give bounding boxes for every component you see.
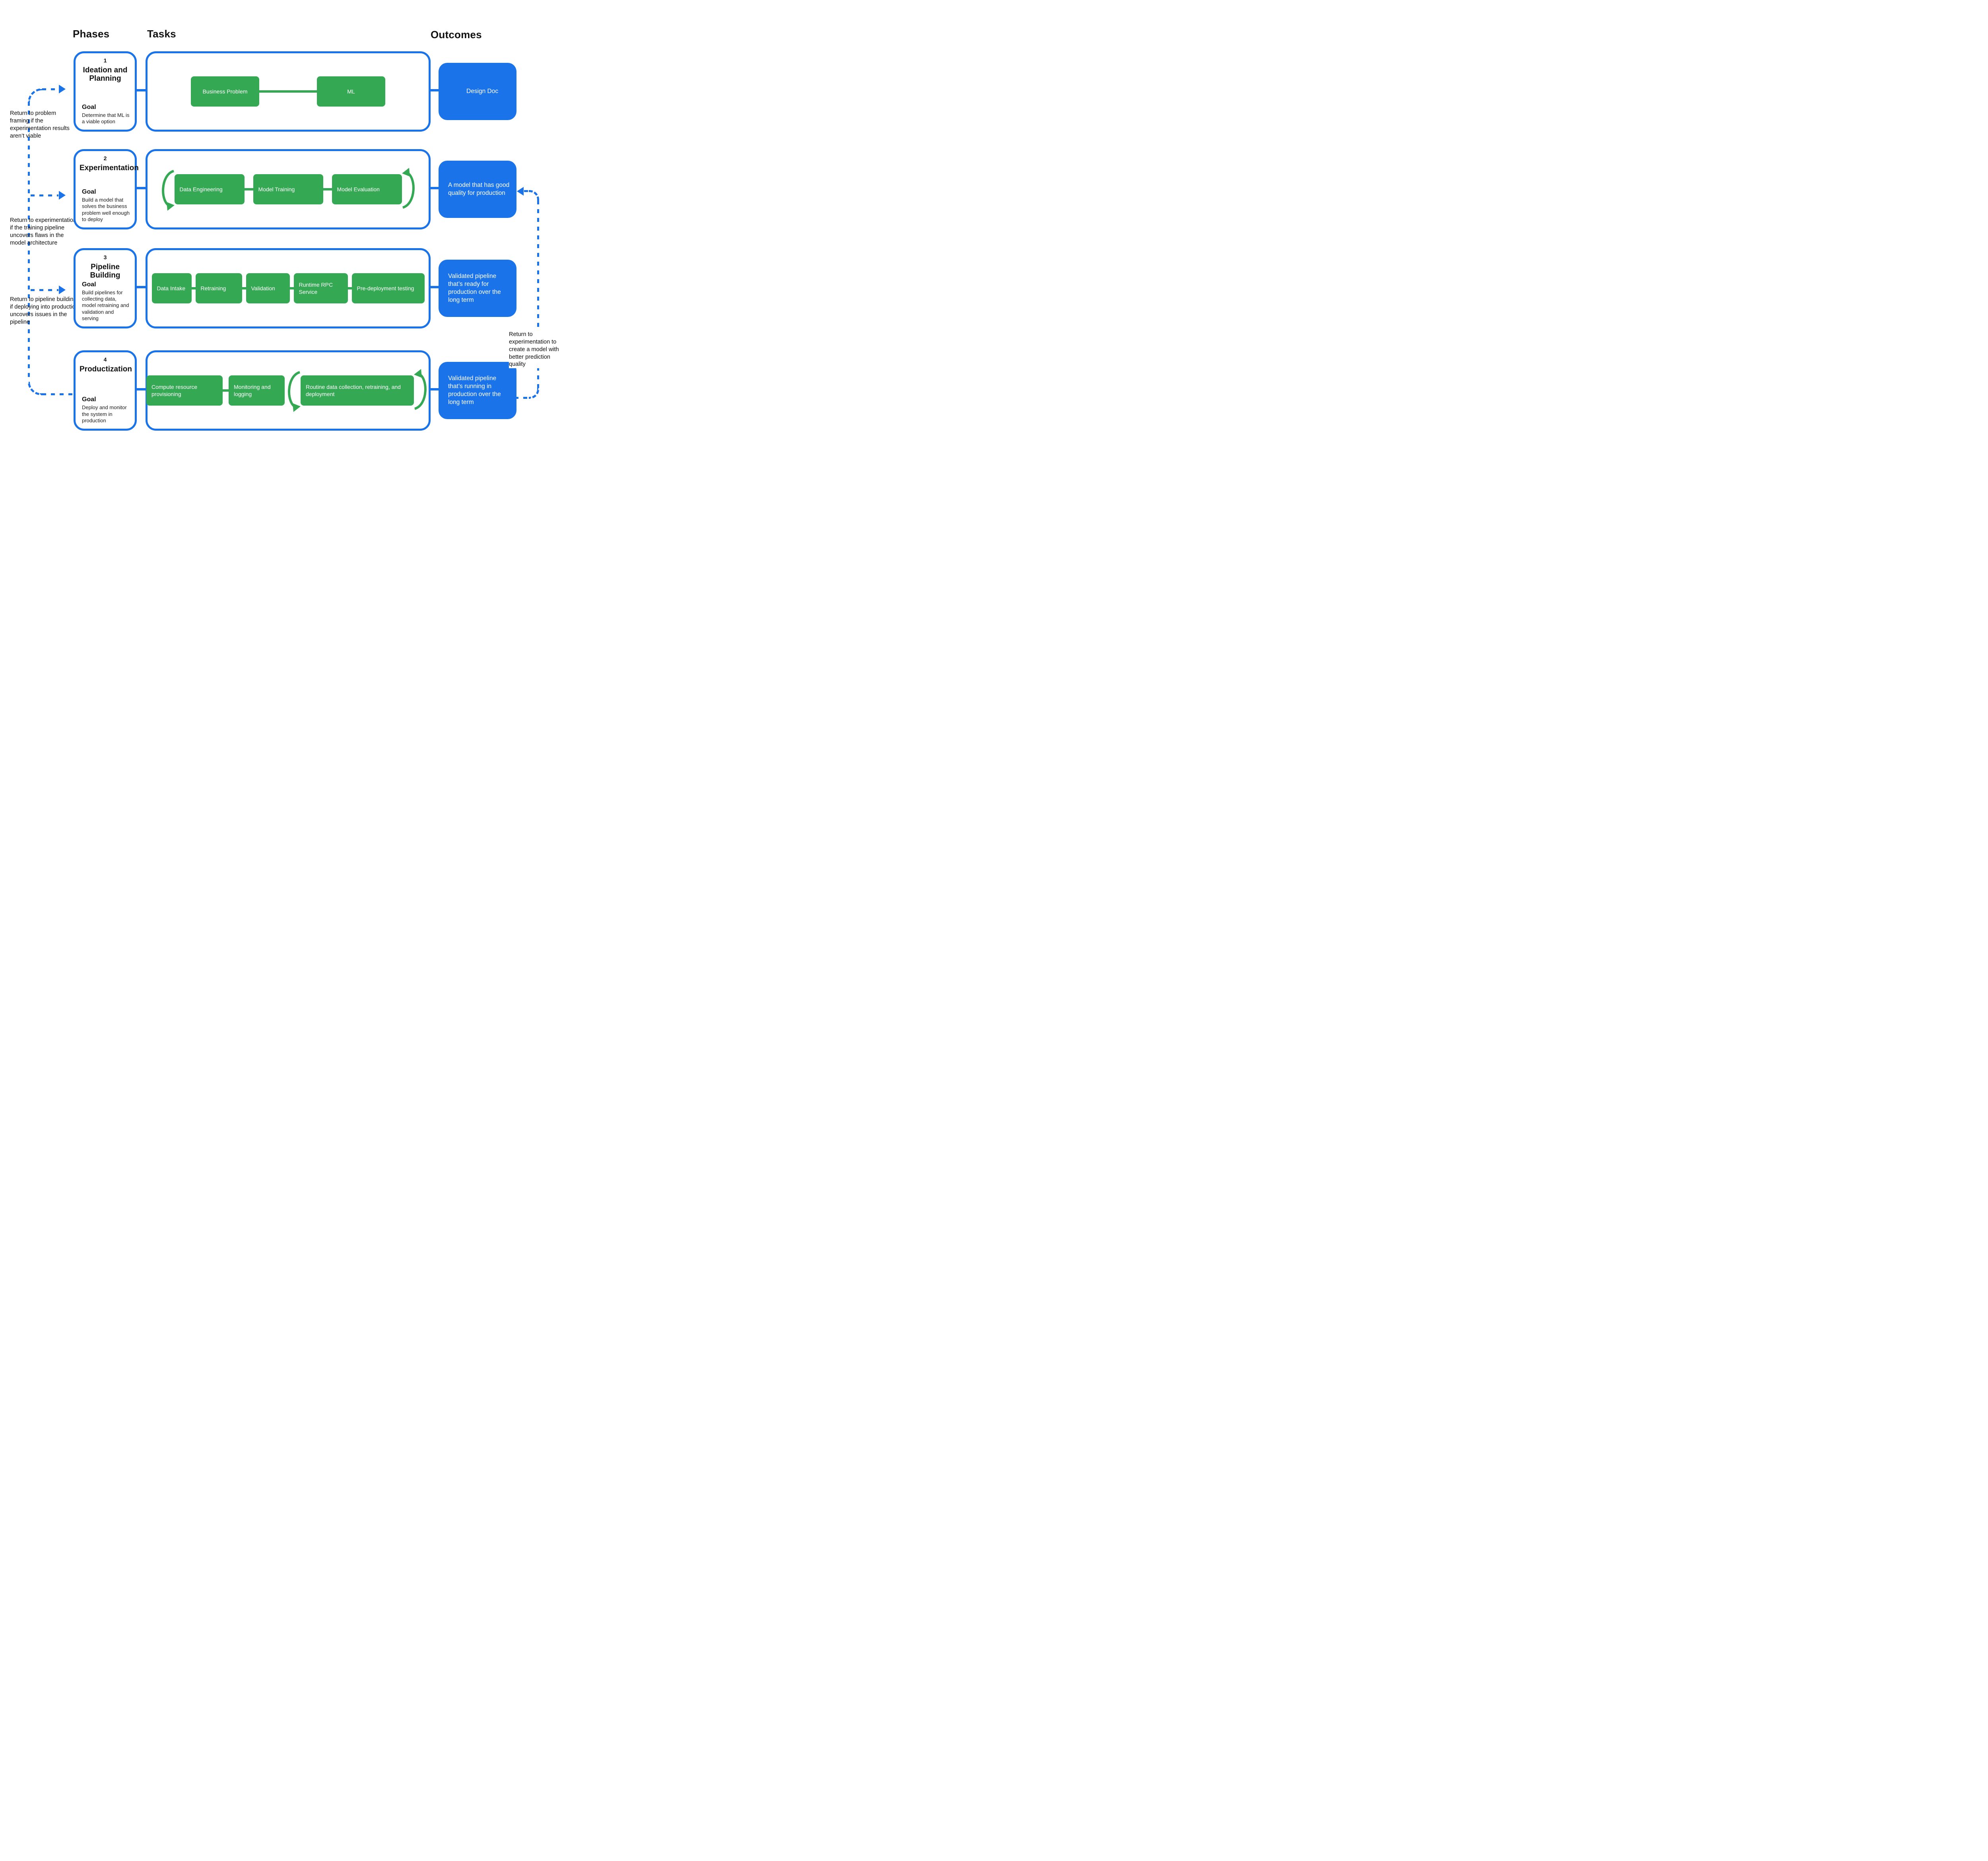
tasks-container: Data Intake Retraining Validation Runtim… <box>146 248 431 328</box>
phase-title: Ideation and Planning <box>83 66 128 83</box>
phase-goal: Goal Deploy and monitor the system in pr… <box>80 396 131 424</box>
phase-card-productization: 4 Productization Goal Deploy and monitor… <box>74 350 137 431</box>
mlops-phases-diagram: Phases Tasks Outcomes Return to problem … <box>0 0 564 465</box>
goal-text: Deploy and monitor the system in product… <box>82 404 127 423</box>
phase-goal: Goal Build pipelines for collecting data… <box>80 281 131 322</box>
task-box: Data Intake <box>151 273 192 303</box>
outcome-text: Validated pipeline that’s running in pro… <box>448 375 501 406</box>
loop-arrow-icon <box>161 170 175 211</box>
arrow-right-icon <box>59 191 66 200</box>
goal-label: Goal <box>82 396 96 403</box>
outcome-text: A model that has good quality for produc… <box>448 181 510 196</box>
feedback-line <box>524 190 530 192</box>
feedback-line <box>514 397 530 399</box>
feedback-line <box>31 289 58 291</box>
phase-card-ideation: 1 Ideation and Planning Goal Determine t… <box>74 51 137 132</box>
note-return-problem-framing: Return to problem framing if the experim… <box>10 110 70 139</box>
outcome-card: Validated pipeline that’s running in pro… <box>439 362 516 419</box>
goal-text: Determine that ML is a viable option <box>82 112 130 124</box>
task-connector <box>259 90 317 93</box>
arrow-left-icon <box>517 187 524 196</box>
goal-text: Build a model that solves the business p… <box>82 197 130 222</box>
connector-line <box>430 286 439 288</box>
goal-label: Goal <box>82 188 96 195</box>
tasks-container: Business Problem ML <box>146 51 431 132</box>
tasks-container: Data Engineering Model Training Model Ev… <box>146 149 431 229</box>
phase-row-productization: 4 Productization Goal Deploy and monitor… <box>0 350 564 431</box>
goal-label: Goal <box>82 103 96 111</box>
outcome-card: Validated pipeline that’s ready for prod… <box>439 260 516 317</box>
task-box: Business Problem <box>191 76 259 107</box>
task-connector <box>244 188 253 190</box>
phase-row-ideation: 1 Ideation and Planning Goal Determine t… <box>0 51 564 132</box>
connector-line <box>137 388 146 390</box>
task-box: Pre-deployment testing <box>351 273 425 303</box>
column-header-outcomes: Outcomes <box>431 29 482 41</box>
phase-title: Pipeline Building <box>90 263 120 280</box>
phase-number: 1 <box>103 57 107 64</box>
phase-title: Experimentation <box>80 164 139 172</box>
connector-line <box>137 187 146 189</box>
feedback-line <box>42 393 74 395</box>
connector-line <box>430 187 439 189</box>
connector-line <box>137 89 146 91</box>
column-header-phases: Phases <box>73 28 110 40</box>
task-box: Model Training <box>253 174 323 204</box>
goal-label: Goal <box>82 281 96 288</box>
task-box: Monitoring and logging <box>229 375 285 406</box>
task-box: Routine data collection, retraining, and… <box>301 375 414 406</box>
phase-title: Productization <box>80 365 132 373</box>
connector-line <box>430 89 439 91</box>
column-header-tasks: Tasks <box>147 28 176 40</box>
task-box: Compute resource provisioning <box>146 375 223 406</box>
phase-card-experimentation: 2 Experimentation Goal Build a model tha… <box>74 149 139 229</box>
phase-card-pipeline-building: 3 Pipeline Building Goal Build pipelines… <box>74 248 137 328</box>
phase-goal: Goal Determine that ML is a viable optio… <box>80 104 131 125</box>
phase-row-experimentation: 2 Experimentation Goal Build a model tha… <box>0 149 564 229</box>
task-box: Model Evaluation <box>332 174 402 204</box>
task-connector <box>348 287 352 289</box>
phase-number: 2 <box>103 155 107 161</box>
feedback-line-vertical-left <box>28 102 30 382</box>
outcome-card: A model that has good quality for produc… <box>439 161 516 218</box>
note-return-pipeline-building: Return to pipeline building if deploying… <box>10 296 79 325</box>
connector-line <box>137 286 146 288</box>
task-box: Runtime RPC Service <box>293 273 348 303</box>
outcome-text: Design Doc <box>466 87 499 95</box>
tasks-container: Compute resource provisioning Monitoring… <box>146 350 431 431</box>
feedback-line-corner <box>529 190 539 200</box>
goal-text: Build pipelines for collecting data, mod… <box>82 289 129 321</box>
note-return-experimentation: Return to experimentation if the trainin… <box>10 217 76 246</box>
note-return-experimentation-quality: Return to experimentation to create a mo… <box>509 331 564 369</box>
task-box: Data Engineering <box>174 174 245 204</box>
phase-number: 4 <box>103 356 107 363</box>
loop-arrow-icon <box>414 369 427 410</box>
arrow-right-icon <box>59 85 66 93</box>
task-box: ML <box>317 76 385 107</box>
task-box: Validation <box>246 273 290 303</box>
feedback-line-vertical-right <box>537 200 539 388</box>
loop-arrow-icon <box>288 371 301 412</box>
feedback-line <box>42 88 59 90</box>
phase-goal: Goal Build a model that solves the busin… <box>80 188 131 223</box>
task-connector <box>191 287 196 289</box>
arrow-right-icon <box>59 286 66 294</box>
phase-row-pipeline-building: 3 Pipeline Building Goal Build pipelines… <box>0 248 564 328</box>
feedback-line <box>31 194 58 196</box>
task-connector <box>242 287 246 289</box>
phase-number: 3 <box>103 254 107 260</box>
task-box: Retraining <box>195 273 242 303</box>
connector-line <box>430 388 439 390</box>
task-connector <box>223 389 229 392</box>
outcome-text: Validated pipeline that’s ready for prod… <box>448 272 501 304</box>
task-connector <box>289 287 294 289</box>
loop-arrow-icon <box>402 168 415 209</box>
task-connector <box>323 188 332 190</box>
outcome-card: Design Doc <box>439 63 516 120</box>
